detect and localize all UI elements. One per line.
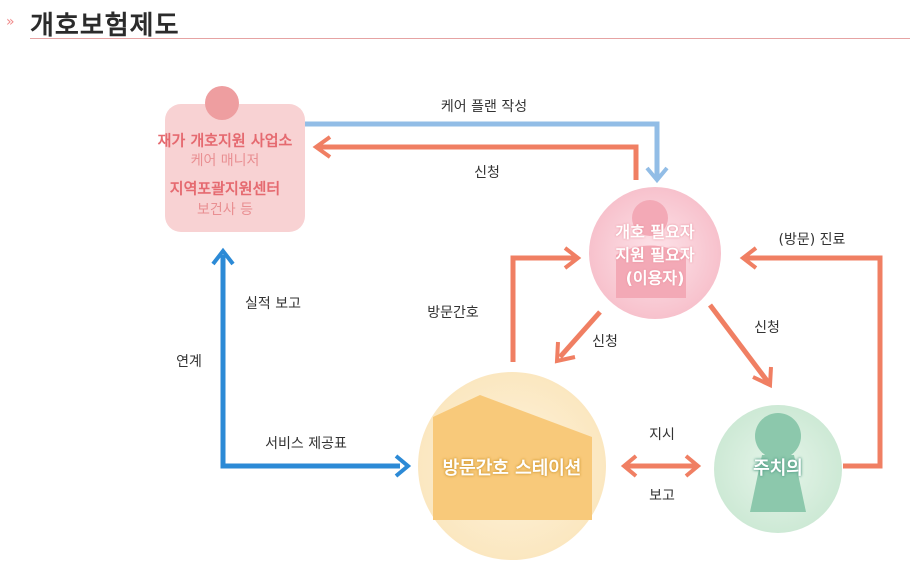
edge-label-service-table: 서비스 제공표 <box>265 436 347 452</box>
doctor-label: 주치의 <box>753 458 803 479</box>
person-head-icon <box>205 86 239 120</box>
header-divider <box>30 38 910 39</box>
edge-label-instruction: 지시 <box>649 427 675 443</box>
user-line-1: 개호 필요자 <box>615 222 695 242</box>
arrow-visiting-nursing <box>510 255 575 362</box>
edge-label-apply-right: 신청 <box>754 320 780 336</box>
edge-label-apply-left: 신청 <box>592 334 618 350</box>
header-bullet-icon: » <box>6 14 15 30</box>
office-name: 재가 개호지원 사업소 <box>157 131 293 150</box>
arrow-link <box>220 255 400 469</box>
edge-label-link: 연계 <box>176 354 202 370</box>
arrow-care-plan <box>305 121 660 178</box>
edge-label-visit-care: (방문) 진료 <box>778 232 846 248</box>
user-line-3: (이용자) <box>625 268 685 288</box>
page-title: 개호보험제도 <box>30 11 180 41</box>
person-head-icon <box>755 413 801 459</box>
station-node <box>418 372 606 560</box>
edge-label-care-plan: 케어 플랜 작성 <box>440 99 528 115</box>
edge-label-report: 보고 <box>649 488 675 504</box>
arrow-visit-care <box>745 255 883 469</box>
station-label: 방문간호 스테이션 <box>442 458 582 479</box>
person-head-icon <box>632 200 668 236</box>
office-role: 케어 매니저 <box>190 153 260 169</box>
center-role: 보건사 등 <box>197 202 253 218</box>
person-body-icon <box>750 455 806 512</box>
arrow-apply-to-office <box>318 144 639 180</box>
office-node <box>165 86 305 232</box>
person-body-icon <box>616 245 686 298</box>
house-icon <box>433 395 592 520</box>
edge-label-visiting-nursing: 방문간호 <box>427 305 479 321</box>
user-line-2: 지원 필요자 <box>615 245 695 265</box>
arrow-apply-to-doctor <box>708 303 770 384</box>
doctor-node <box>714 405 842 533</box>
edge-label-apply-top: 신청 <box>474 165 500 181</box>
arrow-apply-to-station <box>558 310 602 359</box>
center-name: 지역포괄지원센터 <box>169 179 281 198</box>
edge-label-performance-report: 실적 보고 <box>245 296 301 312</box>
user-node <box>589 187 721 319</box>
